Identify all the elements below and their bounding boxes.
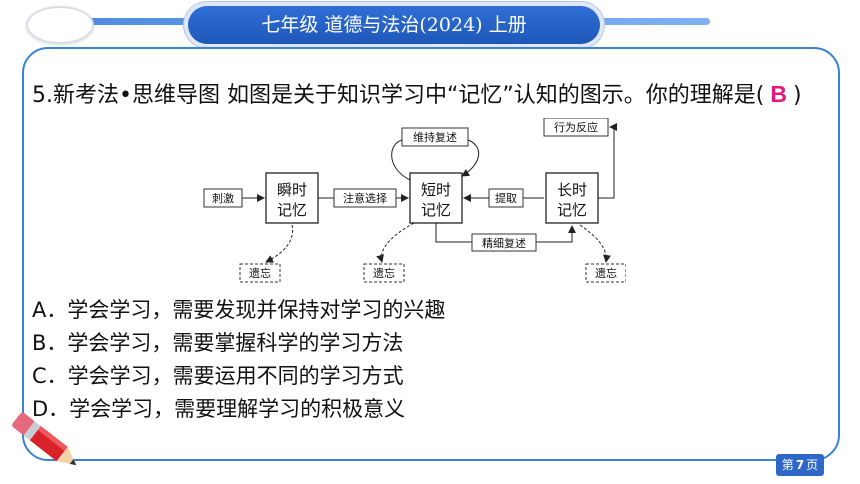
question-text: 5.新考法•思维导图 如图是关于知识学习中“记忆”认知的图示。你的理解是(B) [32, 76, 832, 114]
forget-box-3 [585, 263, 626, 283]
maintenance-label: 维持复述 [413, 130, 457, 144]
sensory-memory-line2: 记忆 [277, 201, 307, 219]
memory-diagram: 刺激 瞬时 记忆 注意选择 短时 记忆 维持复述 提取 长时 记忆 行为反应 [203, 118, 626, 283]
forget-label-1: 遗忘 [249, 266, 271, 280]
long-memory-box [545, 172, 599, 224]
option-b-text: ．学会学习，需要掌握科学的学习方法 [46, 331, 404, 355]
forget-box-2 [363, 263, 405, 283]
forget-box-1 [239, 263, 281, 283]
maintenance-box [401, 127, 469, 147]
question-number: 5. [32, 83, 53, 108]
option-c-letter: C [32, 364, 47, 388]
behavior-label: 行为反应 [554, 120, 598, 134]
option-a-text: ．学会学习，需要发现并保持对学习的兴趣 [46, 298, 446, 322]
option-a-letter: A [32, 298, 47, 322]
pencil-icon [12, 412, 77, 466]
option-d[interactable]: D．学会学习，需要理解学习的积极意义 [32, 393, 445, 426]
option-a[interactable]: A．学会学习，需要发现并保持对学习的兴趣 [32, 294, 445, 327]
answer-mark: B [770, 81, 787, 107]
page-prefix: 第 [781, 458, 794, 472]
retrieval-label: 提取 [495, 192, 517, 205]
question-stem: 新考法•思维导图 如图是关于知识学习中“记忆”认知的图示。你的理解是( [53, 83, 765, 108]
option-b-letter: B [32, 331, 47, 355]
elaboration-label: 精细复述 [482, 236, 526, 250]
elaboration-box [471, 233, 537, 252]
sensory-memory-box [265, 172, 319, 224]
sensory-memory-line1: 瞬时 [277, 181, 307, 199]
option-c[interactable]: C．学会学习，需要运用不同的学习方式 [32, 360, 445, 393]
behavior-box [543, 118, 609, 137]
forget-label-3: 遗忘 [595, 266, 617, 280]
top-decorative-oval [26, 6, 94, 44]
option-c-text: ．学会学习，需要运用不同的学习方式 [46, 364, 404, 388]
option-d-text: ．学会学习，需要理解学习的积极意义 [48, 397, 406, 421]
attention-label: 注意选择 [343, 191, 387, 205]
stimulus-label: 刺激 [212, 191, 234, 205]
options-list: A．学会学习，需要发现并保持对学习的兴趣 B．学会学习，需要掌握科学的学习方法 … [32, 294, 445, 426]
short-memory-line1: 短时 [421, 181, 451, 199]
page-number: 7 [795, 458, 805, 472]
question-close: ) [792, 83, 802, 108]
long-memory-line2: 记忆 [557, 201, 587, 219]
content-frame [22, 47, 840, 461]
page-suffix: 页 [806, 458, 819, 472]
short-memory-line2: 记忆 [421, 201, 451, 219]
option-b[interactable]: B．学会学习，需要掌握科学的学习方法 [32, 327, 445, 360]
option-d-letter: D [32, 397, 49, 421]
forget-label-2: 遗忘 [373, 266, 395, 280]
long-memory-line1: 长时 [557, 181, 587, 199]
short-memory-box [409, 172, 463, 224]
header-title: 七年级 道德与法治(2024) 上册 [188, 6, 600, 44]
